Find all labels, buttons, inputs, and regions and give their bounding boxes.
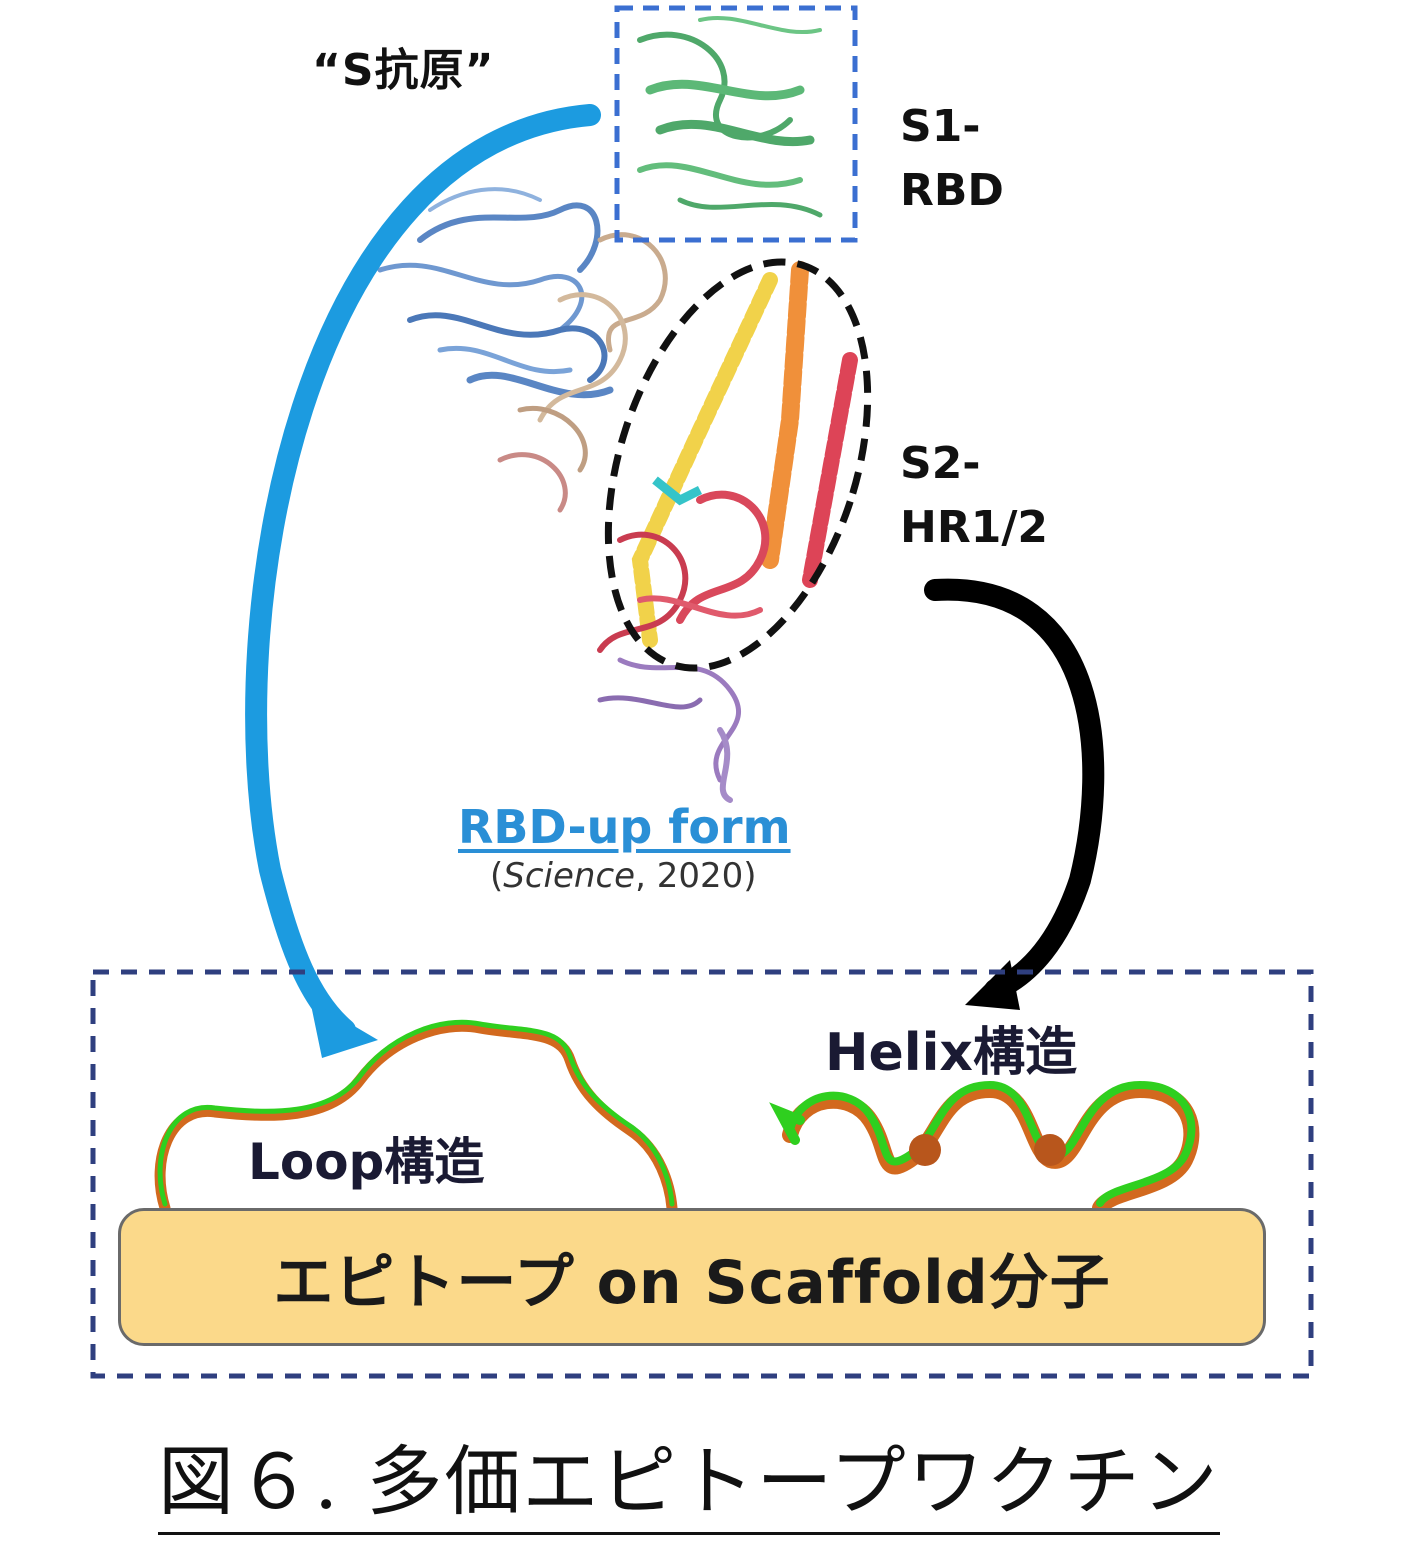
hr-highlight-ellipse: [604, 258, 872, 672]
citation-journal: Science: [503, 856, 636, 896]
figure-caption: 図６. 多価エピトープワクチン: [158, 1420, 1220, 1535]
citation: (Science, 2020): [490, 856, 757, 896]
blue-arrowhead-icon: [310, 1000, 378, 1058]
helix-end-icon: [769, 1102, 805, 1145]
ntd-blue-domain: [377, 187, 614, 399]
blue-curved-arrow: [245, 104, 601, 1041]
s1-label-line1: S1-: [900, 101, 981, 152]
helix-turn-1: [909, 1134, 941, 1166]
cyan-segment: [652, 476, 703, 506]
tan-domain: [497, 232, 668, 513]
loop-structure-label: Loop構造: [248, 1133, 485, 1191]
s1-label-line2: RBD: [900, 165, 1004, 216]
loop-strand: [154, 1019, 678, 1214]
spike-protein-structure: [377, 15, 858, 803]
s-antigen-label: “S抗原”: [312, 45, 495, 96]
scaffold-box: エピトープ on Scaffold分子: [118, 1208, 1266, 1346]
helix-strand: [769, 1080, 1200, 1216]
black-arrowhead-icon: [965, 960, 1020, 1010]
black-curved-arrow: [924, 578, 1105, 1001]
rbd-highlight-box: [614, 5, 858, 243]
helix-structure-label: Helix構造: [825, 1023, 1077, 1083]
citation-rest: , 2020): [635, 856, 757, 896]
rbd-green-domain: [637, 15, 823, 218]
purple-stalk: [597, 657, 741, 803]
helix-turn-2: [1034, 1134, 1066, 1166]
citation-open: (: [490, 856, 504, 896]
yellow-helix: [631, 272, 778, 648]
s2-hr-label: S2- HR1/2: [900, 432, 1048, 560]
rbd-up-form-label: RBD-up form: [458, 800, 791, 854]
red-domain: [597, 352, 858, 653]
s2-label-line2: HR1/2: [900, 502, 1049, 553]
orange-helix: [761, 261, 809, 569]
scaffold-label: エピトープ on Scaffold分子: [273, 1247, 1111, 1318]
s1-rbd-label: S1- RBD: [900, 95, 1004, 223]
s2-label-line1: S2-: [900, 438, 981, 489]
